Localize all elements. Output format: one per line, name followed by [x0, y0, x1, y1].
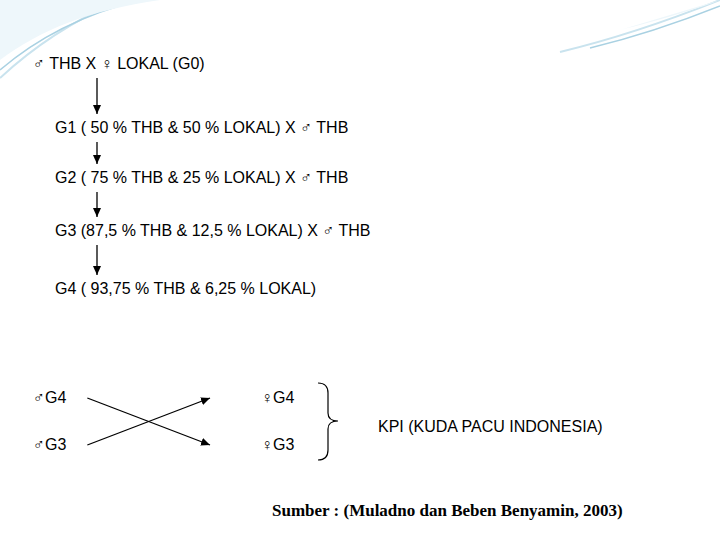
text-node: G1 ( 50 % THB & 50 % LOKAL) X ♂ THB	[52, 116, 351, 140]
arrow-connector	[87, 398, 210, 445]
arrow-connector	[96, 192, 97, 217]
decor-curve	[560, 0, 720, 52]
decor-band	[0, 0, 160, 60]
node-text: G1 ( 50 % THB & 50 % LOKAL) X ♂ THB	[55, 119, 348, 136]
arrow-connector	[96, 142, 97, 164]
decor-curve	[590, 6, 720, 48]
node-text: G3 (87,5 % THB & 12,5 % LOKAL) X ♂ THB	[55, 222, 371, 239]
curly-bracket	[318, 383, 338, 460]
text-node: G3 (87,5 % THB & 12,5 % LOKAL) X ♂ THB	[52, 219, 374, 243]
node-text: ♀G4	[261, 389, 294, 406]
node-text: ♀G3	[261, 436, 294, 453]
node-text: ♂G3	[33, 436, 66, 453]
text-node: G2 ( 75 % THB & 25 % LOKAL) X ♂ THB	[52, 166, 351, 190]
node-text: ♂ THB X ♀ LOKAL (G0)	[33, 55, 205, 72]
text-node: ♂G3	[30, 433, 69, 457]
node-text: ♂G4	[33, 389, 66, 406]
node-text: G2 ( 75 % THB & 25 % LOKAL) X ♂ THB	[55, 169, 348, 186]
text-node: ♀G3	[258, 433, 297, 457]
text-node: ♂G4	[30, 386, 69, 410]
decor-band	[620, 0, 720, 30]
node-text: G4 ( 93,75 % THB & 6,25 % LOKAL)	[55, 280, 316, 297]
text-node: ♀G4	[258, 386, 297, 410]
text-node: ♂ THB X ♀ LOKAL (G0)	[30, 52, 208, 76]
source-caption: Sumber : (Muladno dan Beben Benyamin, 20…	[272, 501, 623, 521]
arrow-connector	[87, 398, 210, 445]
arrow-connector	[96, 245, 97, 275]
group-label: KPI (KUDA PACU INDONESIA)	[378, 417, 603, 437]
arrow-connector	[96, 78, 97, 114]
text-node: G4 ( 93,75 % THB & 6,25 % LOKAL)	[52, 277, 319, 301]
